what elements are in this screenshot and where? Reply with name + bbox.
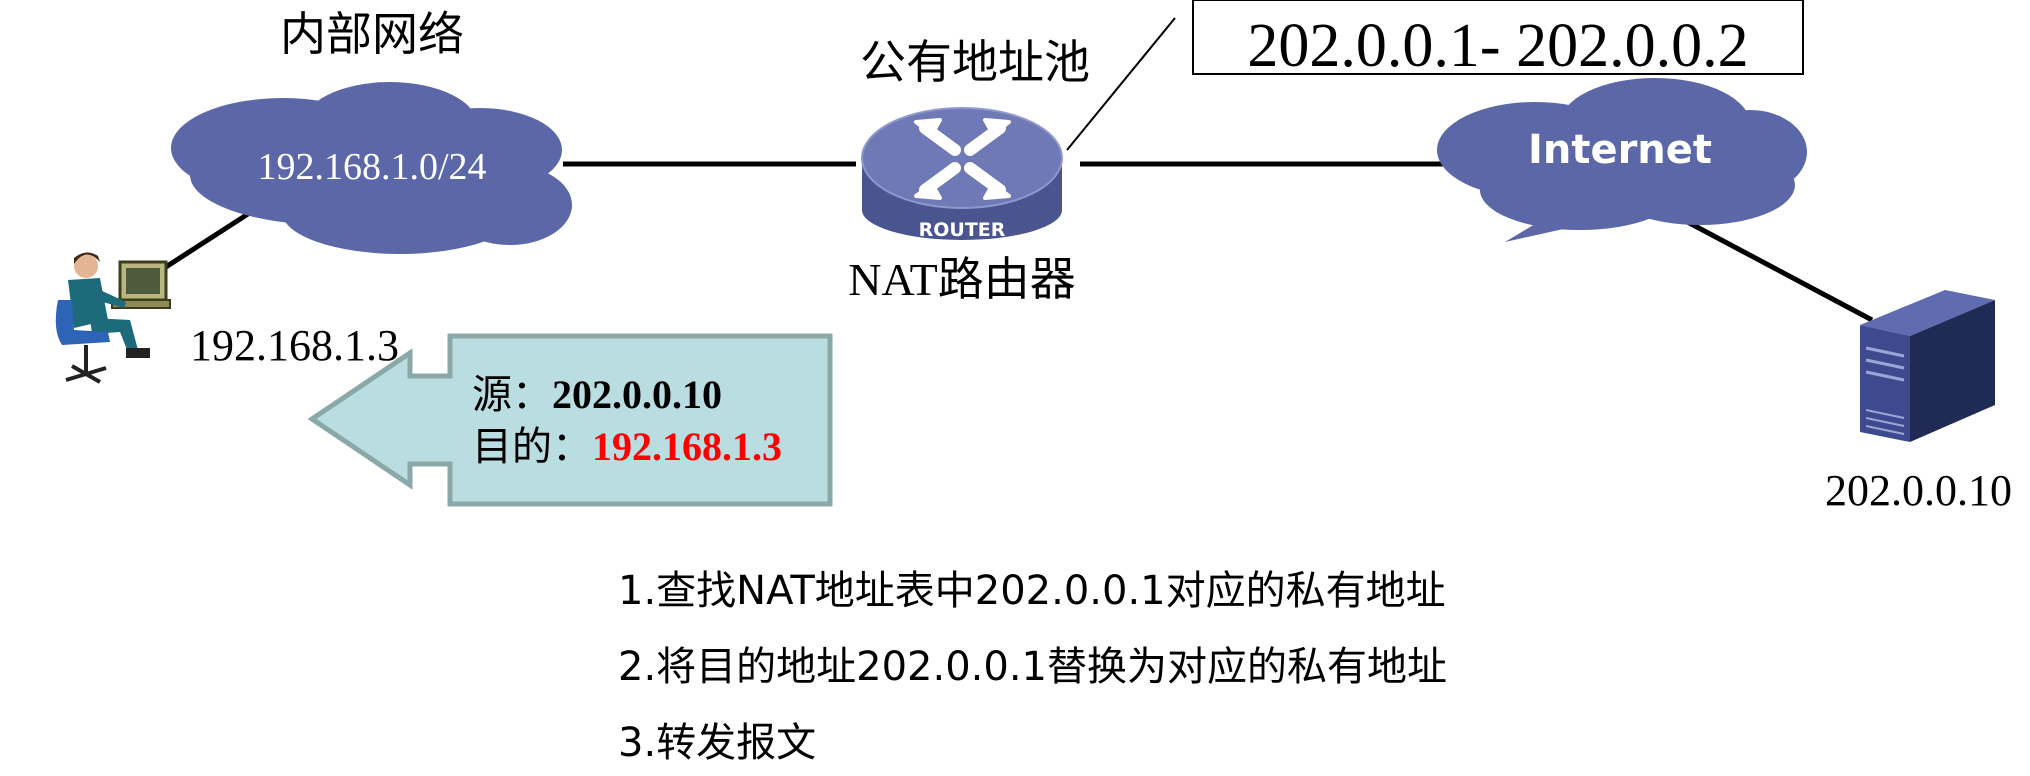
packet-callout	[307, 333, 833, 507]
lan-cloud-icon	[171, 82, 572, 254]
lan-title: 内部网络	[280, 9, 464, 60]
packet-destination-label: 目的：	[472, 424, 592, 469]
lan-subnet-label: 192.168.1.0/24	[257, 146, 486, 188]
host-ip: 192.168.1.3	[190, 321, 399, 370]
step-2: 2.将目的地址202.0.0.1替换为对应的私有地址	[618, 644, 1447, 690]
pool-range-box	[1192, 0, 1804, 75]
router-label: NAT路由器	[848, 254, 1075, 305]
step-1: 1.查找NAT地址表中202.0.0.1对应的私有地址	[618, 568, 1446, 614]
packet-source: 源：202.0.0.10	[472, 372, 722, 417]
packet-destination: 目的：192.168.1.3	[472, 424, 782, 469]
packet-source-label: 源：	[472, 372, 552, 417]
link-internet-server	[1678, 215, 1874, 323]
server-icon	[1860, 290, 1995, 442]
pool-range: 202.0.0.1- 202.0.0.2	[1247, 12, 1748, 80]
router-icon	[861, 107, 1063, 240]
router-badge: ROUTER	[919, 219, 1006, 241]
internet-cloud-icon	[1437, 78, 1807, 242]
internet-label: Internet	[1528, 127, 1712, 173]
pool-callout-line	[1066, 17, 1176, 151]
packet-source-value: 202.0.0.10	[552, 372, 722, 417]
pool-title: 公有地址池	[860, 37, 1090, 88]
step-3: 3.转发报文	[618, 720, 816, 766]
server-ip: 202.0.0.10	[1825, 466, 2012, 515]
user-computer-icon	[55, 252, 171, 384]
router-arrows-icon	[914, 118, 1011, 200]
packet-destination-value: 192.168.1.3	[592, 424, 782, 469]
